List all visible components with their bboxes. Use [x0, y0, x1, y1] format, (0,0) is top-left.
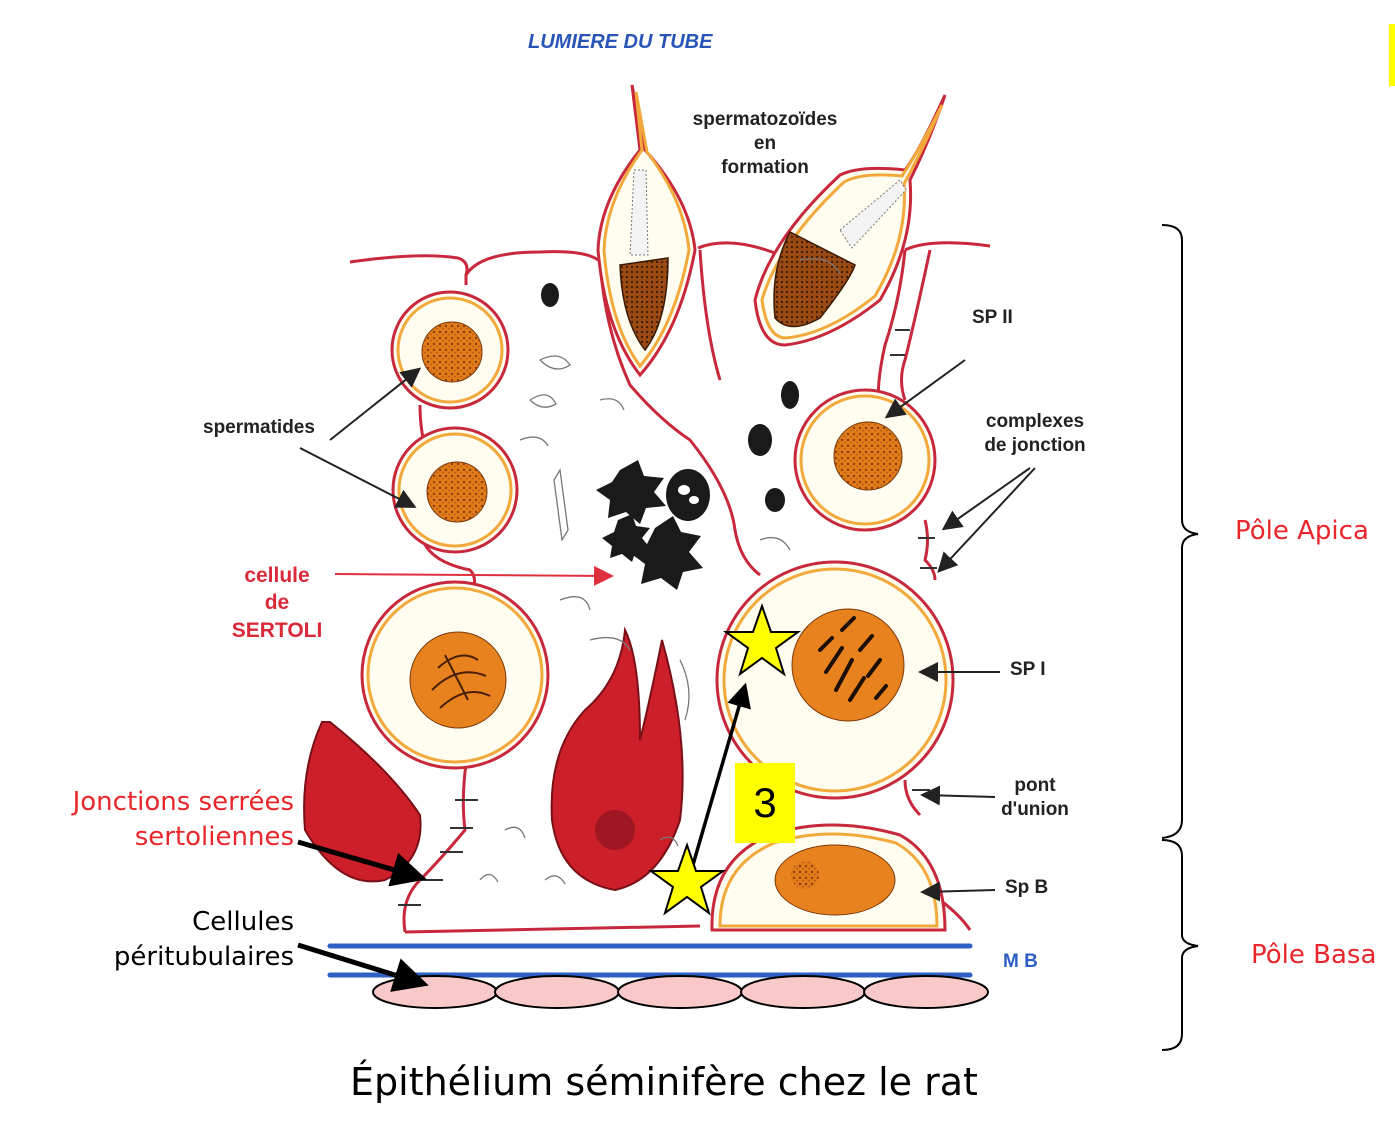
spermatid-upper [392, 292, 508, 408]
lumen-label: LUMIERE DU TUBE [528, 31, 712, 54]
spb-label: Sp B [1005, 876, 1048, 900]
bridge-label: pont d'union [985, 774, 1085, 822]
sertoli-label: cellule de SERTOLI [222, 562, 332, 644]
peritubular-label: Cellules péritubulaires [60, 905, 294, 975]
spermatids-label: spermatides [203, 416, 315, 440]
braces [1162, 225, 1198, 1050]
spermatozoa-label: spermatozoïdes en formation [665, 108, 865, 179]
step-number-badge: 3 [735, 763, 795, 843]
spermatid-lower [393, 428, 517, 552]
yellow-marker [1389, 24, 1395, 86]
basal-pole-label: Pôle Basa [1251, 938, 1376, 973]
figure-title: Épithélium séminifère chez le rat [350, 1060, 978, 1104]
basement-membrane [330, 946, 970, 975]
tight-junction-label: Jonctions serrées sertoliennes [24, 785, 294, 855]
large-cell-left [362, 582, 548, 768]
junction-complex-label: complexes de jonction [960, 410, 1110, 458]
sp2-label: SP II [972, 306, 1013, 330]
apical-pole-label: Pôle Apica [1235, 514, 1369, 549]
sertoli-arrow [335, 574, 610, 576]
sp1-label: SP I [1010, 658, 1046, 682]
peritubular-cells [373, 976, 988, 1008]
sertoli-nucleus-shape [552, 630, 683, 890]
secondary-spermatocyte [795, 390, 935, 530]
mb-label: M B [1003, 950, 1038, 974]
